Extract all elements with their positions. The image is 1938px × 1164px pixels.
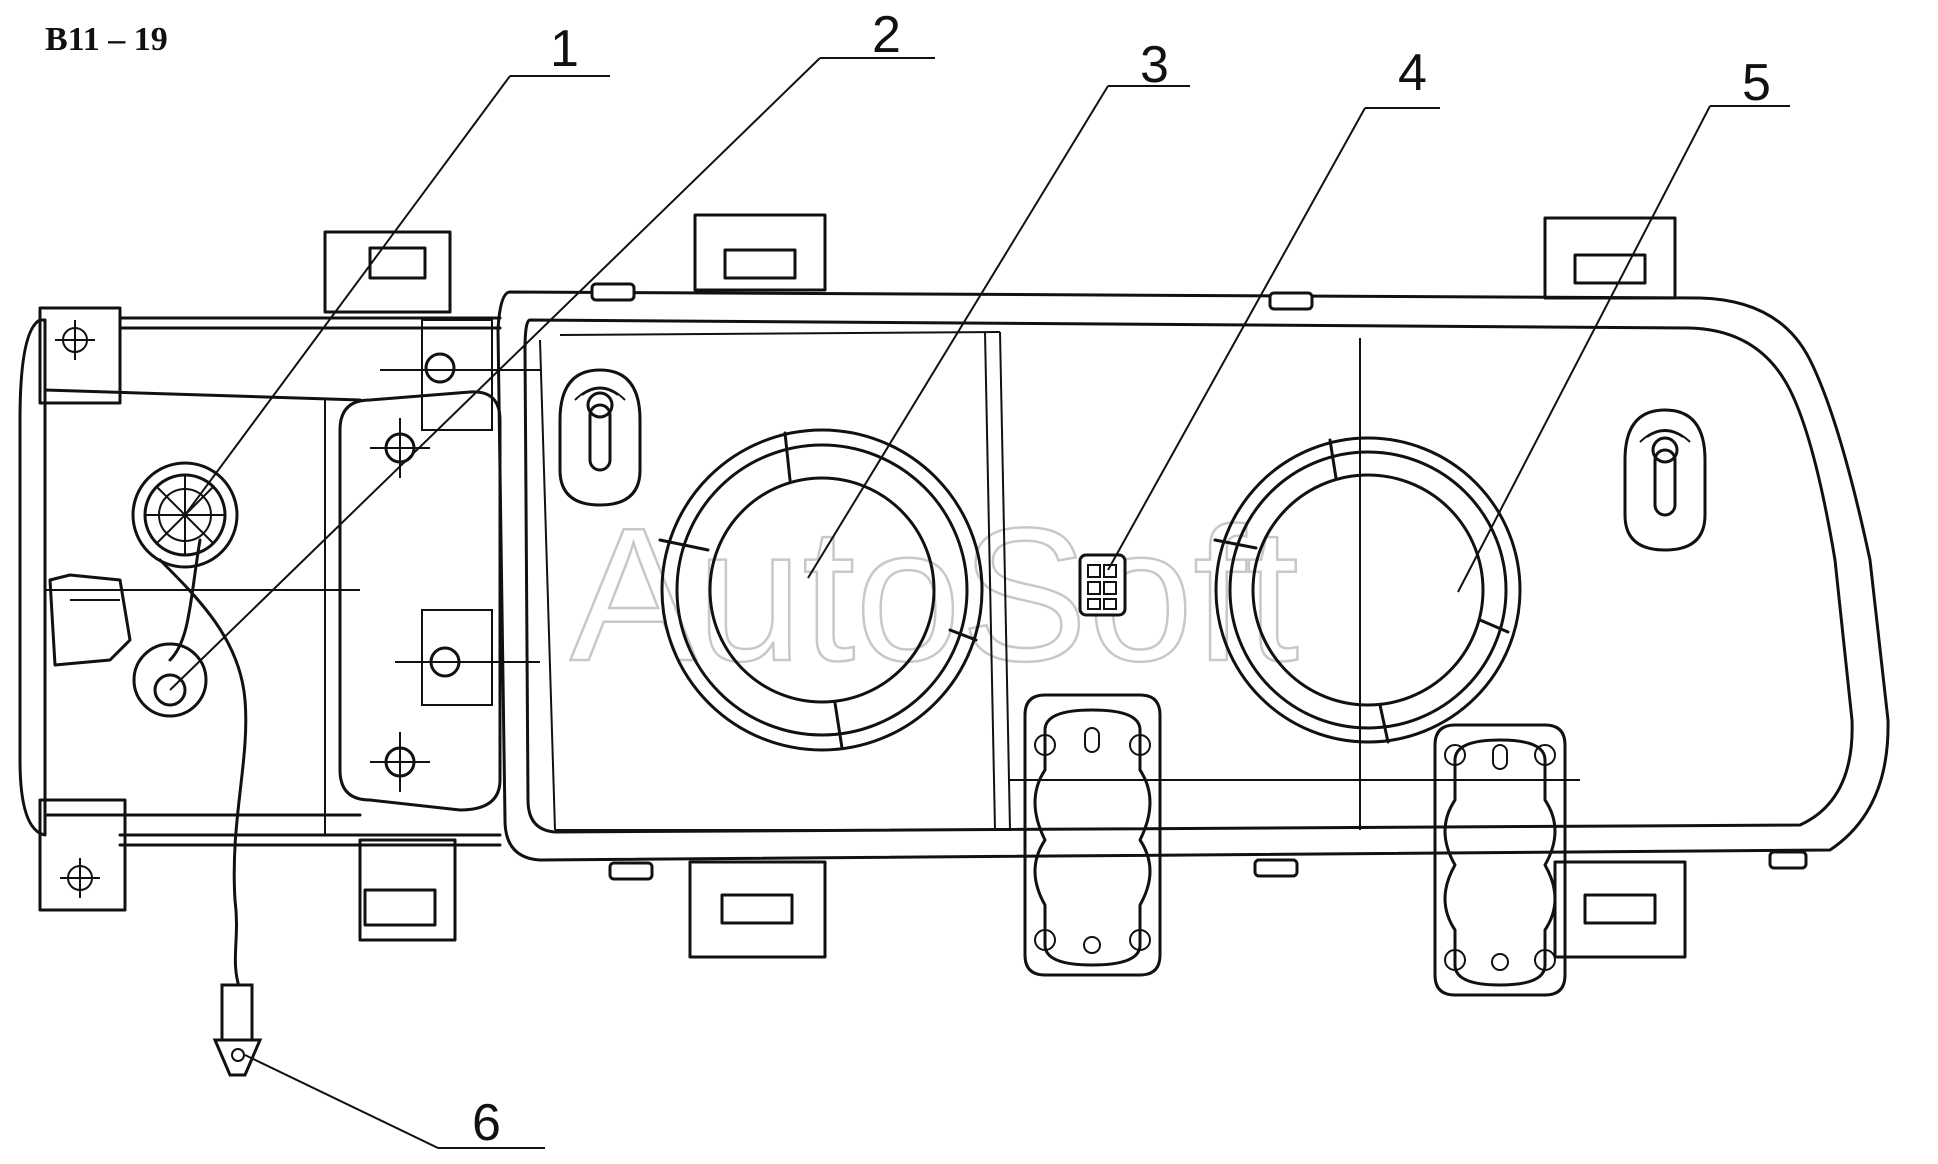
leader-lines xyxy=(169,57,1790,1149)
callout-1: 1 xyxy=(550,20,579,78)
callout-3: 3 xyxy=(1140,36,1169,94)
rear-housing xyxy=(18,306,502,1077)
callout-6: 6 xyxy=(472,1094,501,1152)
callout-4: 4 xyxy=(1398,44,1427,102)
callout-5: 5 xyxy=(1742,54,1771,112)
main-housing xyxy=(496,213,1890,997)
callout-2: 2 xyxy=(872,6,901,64)
drawing-code: B11 – 19 xyxy=(45,21,168,58)
